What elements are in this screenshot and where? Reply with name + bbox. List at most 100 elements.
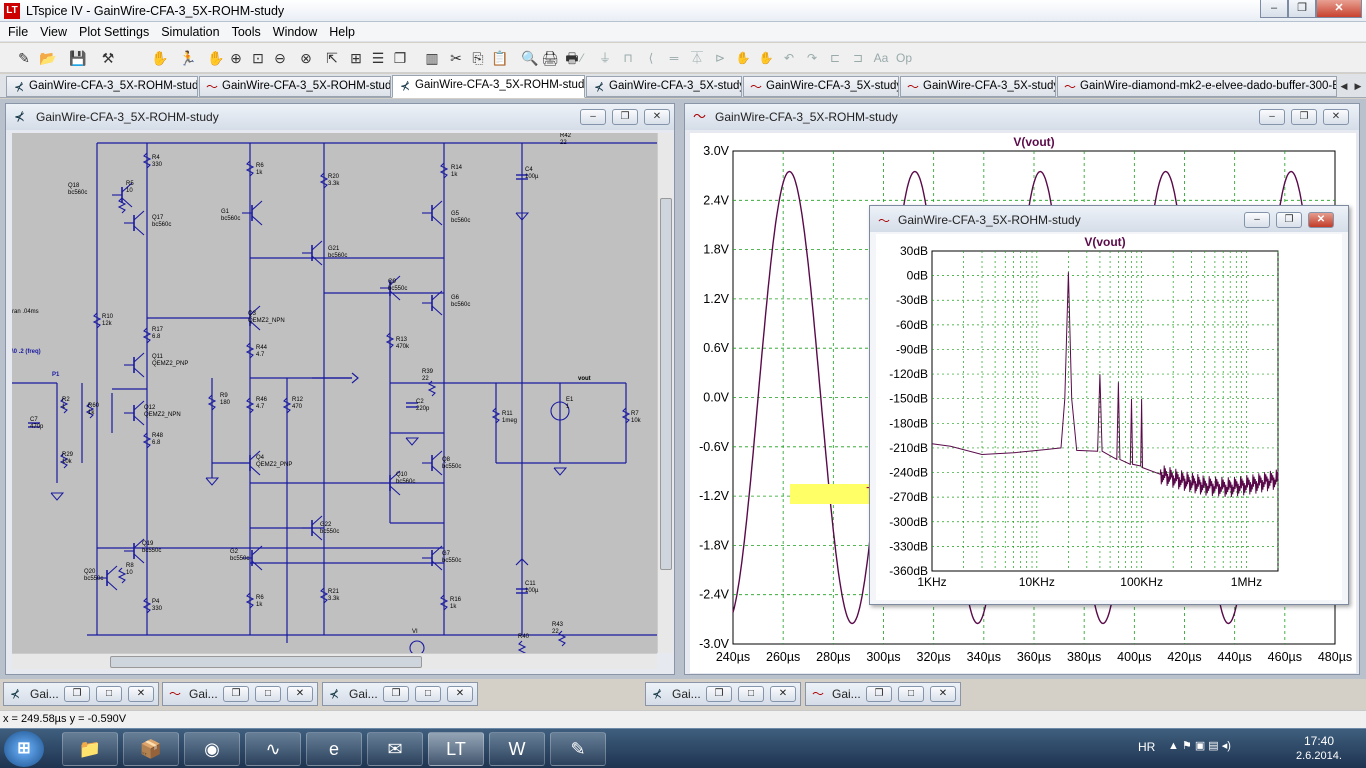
- explorer-icon[interactable]: 📁: [62, 732, 118, 766]
- tab-2[interactable]: 〜GainWire-CFA-3_5X-ROHM-study: [199, 76, 391, 97]
- run-icon[interactable]: ✋: [151, 50, 169, 66]
- minimized-close-button[interactable]: ✕: [770, 686, 796, 702]
- archive-icon[interactable]: 📦: [123, 732, 179, 766]
- schematic-tool-icon[interactable]: ↷: [806, 51, 818, 65]
- tab-scroll-right-icon[interactable]: ▶: [1354, 81, 1362, 91]
- minimized-window-1[interactable]: ⊀Gai...❐□✕: [3, 682, 159, 706]
- new-schematic-icon[interactable]: ✎: [18, 50, 30, 66]
- restore-button[interactable]: ❐: [1288, 0, 1316, 18]
- waveform-close-button[interactable]: ✕: [1323, 109, 1349, 125]
- save-icon[interactable]: 💾: [69, 50, 87, 66]
- minimized-restore-button[interactable]: ❐: [383, 686, 409, 702]
- minimized-restore-button[interactable]: ❐: [64, 686, 90, 702]
- notes-icon[interactable]: ✎: [550, 732, 606, 766]
- word-icon[interactable]: W: [489, 732, 545, 766]
- minimized-close-button[interactable]: ✕: [447, 686, 473, 702]
- schematic-close-button[interactable]: ✕: [644, 109, 670, 125]
- horizontal-scroll-thumb[interactable]: [110, 656, 422, 668]
- zoom-out-icon[interactable]: ⊖: [274, 50, 286, 66]
- control-panel-icon[interactable]: ⚒: [101, 50, 115, 66]
- copy-icon[interactable]: ⎘: [472, 50, 484, 66]
- ie-icon[interactable]: e: [306, 732, 362, 766]
- find-icon[interactable]: 🔍: [521, 50, 539, 66]
- minimized-window-3[interactable]: ⊀Gai...❐□✕: [322, 682, 478, 706]
- tab-7[interactable]: 〜GainWire-diamond-mk2-e-elvee-dado-buffe…: [1057, 76, 1337, 97]
- schematic-tool-icon[interactable]: ═: [669, 51, 679, 65]
- trace-label[interactable]: V(vout): [1013, 135, 1054, 149]
- schematic-tool-icon[interactable]: ⊳: [714, 51, 726, 65]
- schematic-tool-icon[interactable]: Op: [895, 51, 912, 65]
- tab-1[interactable]: ⊀GainWire-CFA-3_5X-ROHM-study: [6, 76, 198, 97]
- tab-5[interactable]: 〜GainWire-CFA-3_5X-study: [743, 76, 899, 97]
- schematic-tool-icon[interactable]: ⊏: [829, 51, 841, 65]
- close-button[interactable]: ✕: [1316, 0, 1362, 18]
- minimized-restore-button[interactable]: ❐: [706, 686, 732, 702]
- schematic-tool-icon[interactable]: ⏄: [690, 51, 703, 65]
- pan-icon[interactable]: ✋: [207, 50, 225, 66]
- cascade-icon[interactable]: ❐: [393, 50, 407, 66]
- ltspice-icon[interactable]: LT: [428, 732, 484, 766]
- minimized-maximize-button[interactable]: □: [415, 686, 441, 702]
- language-indicator[interactable]: HR: [1138, 740, 1156, 754]
- schematic-tool-icon[interactable]: ⏚: [598, 51, 611, 65]
- menu-tools[interactable]: Tools: [231, 25, 261, 39]
- schematic-tool-icon[interactable]: ✋: [758, 51, 774, 65]
- menu-view[interactable]: View: [40, 25, 68, 39]
- zoom-cancel-icon[interactable]: ⊗: [300, 50, 312, 66]
- waveform-restore-button[interactable]: ❐: [1291, 109, 1317, 125]
- fft-trace-label[interactable]: V(vout): [1084, 235, 1125, 249]
- schematic-tool-icon[interactable]: ✋: [735, 51, 751, 65]
- minimized-maximize-button[interactable]: □: [255, 686, 281, 702]
- zoom-area-icon[interactable]: ⊡: [252, 50, 264, 66]
- minimized-restore-button[interactable]: ❐: [223, 686, 249, 702]
- schematic-tool-icon[interactable]: Aa: [873, 51, 889, 65]
- clock-time[interactable]: 17:40: [1304, 734, 1335, 748]
- paste-icon[interactable]: 📋: [491, 50, 509, 66]
- schematic-tool-icon[interactable]: ⊓: [623, 51, 633, 65]
- schematic-horizontal-scrollbar[interactable]: [12, 653, 657, 669]
- schematic-tool-icon[interactable]: ⟨: [648, 51, 654, 65]
- open-icon[interactable]: 📂: [39, 50, 57, 66]
- tab-scroll-left-icon[interactable]: ◀: [1340, 81, 1348, 91]
- minimized-window-5[interactable]: 〜Gai...❐□✕: [805, 682, 961, 706]
- minimized-close-button[interactable]: ✕: [128, 686, 154, 702]
- schematic-drawing[interactable]: R4330R510Q18bc560cQ17bc560cR61kG1bc560cR…: [12, 133, 657, 653]
- fit-icon[interactable]: ⊞: [350, 50, 362, 66]
- menu-plot-settings[interactable]: Plot Settings: [79, 25, 150, 39]
- schematic-tool-icon[interactable]: ↶: [783, 51, 795, 65]
- menu-window[interactable]: Window: [272, 25, 318, 39]
- cut-icon[interactable]: ✂: [450, 50, 462, 66]
- fft-restore-button[interactable]: ❐: [1276, 212, 1302, 228]
- fft-minimize-button[interactable]: –: [1244, 212, 1270, 228]
- minimized-maximize-button[interactable]: □: [738, 686, 764, 702]
- oscilloscope-icon[interactable]: ∿: [245, 732, 301, 766]
- minimized-close-button[interactable]: ✕: [930, 686, 956, 702]
- tile-horizontal-icon[interactable]: ☰: [371, 50, 385, 66]
- clock-date[interactable]: 2.6.2014.: [1296, 750, 1342, 762]
- halt-icon[interactable]: 🏃: [179, 50, 197, 66]
- schematic-tool-icon[interactable]: ⊐: [852, 51, 864, 65]
- schematic-vertical-scrollbar[interactable]: [657, 133, 673, 653]
- zoom-in-icon[interactable]: ⊕: [230, 50, 242, 66]
- mail-icon[interactable]: ✉: [367, 732, 423, 766]
- print-icon[interactable]: 🖶: [565, 50, 579, 66]
- menu-file[interactable]: File: [8, 25, 29, 39]
- waveform-minimize-button[interactable]: –: [1259, 109, 1285, 125]
- antivirus-icon[interactable]: ◉: [184, 732, 240, 766]
- schematic-minimize-button[interactable]: –: [580, 109, 606, 125]
- tab-6[interactable]: 〜GainWire-CFA-3_5X-study: [900, 76, 1056, 97]
- minimized-maximize-button[interactable]: □: [96, 686, 122, 702]
- menu-help[interactable]: Help: [329, 25, 355, 39]
- start-button[interactable]: ⊞: [4, 731, 44, 767]
- minimized-maximize-button[interactable]: □: [898, 686, 924, 702]
- menu-simulation[interactable]: Simulation: [161, 25, 220, 39]
- minimized-window-2[interactable]: 〜Gai...❐□✕: [162, 682, 318, 706]
- tray-icons[interactable]: ▲ ⚑ ▣ ▤ ◂): [1168, 740, 1231, 752]
- minimized-restore-button[interactable]: ❐: [866, 686, 892, 702]
- schematic-tool-icon[interactable]: ⁄: [580, 51, 583, 65]
- tab-4[interactable]: ⊀GainWire-CFA-3_5X-study: [586, 76, 742, 97]
- tab-3[interactable]: ⊀GainWire-CFA-3_5X-ROHM-study: [392, 75, 585, 98]
- autorange-icon[interactable]: ⇱: [326, 50, 338, 66]
- minimized-close-button[interactable]: ✕: [287, 686, 313, 702]
